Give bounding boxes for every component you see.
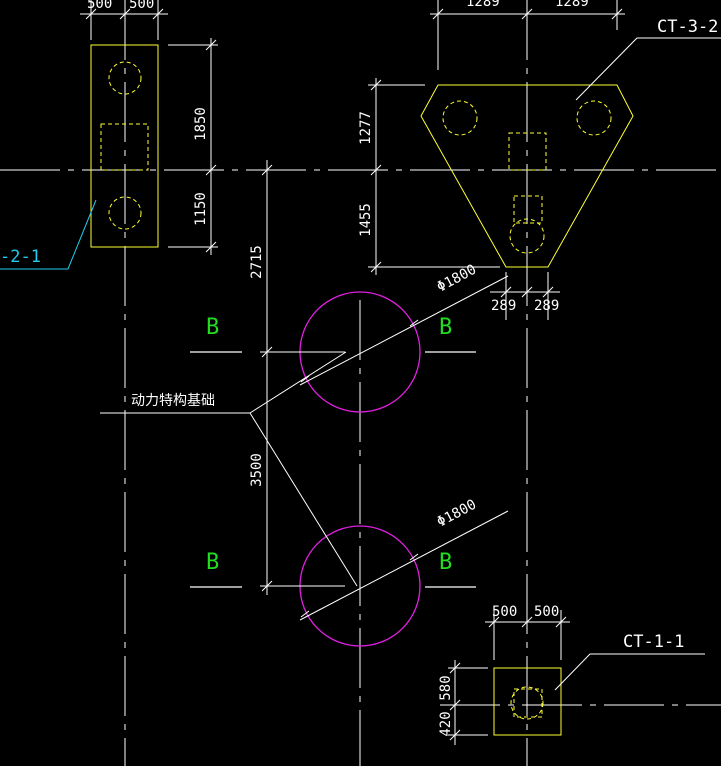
dim-tick <box>370 164 382 176</box>
dim-tick <box>521 616 533 628</box>
dim-text-580: 580 <box>438 675 454 700</box>
dim-tick <box>488 616 500 628</box>
dim-tick <box>409 553 419 561</box>
diameter-text-lower: Φ1800 <box>434 497 479 531</box>
dim-text-3500: 3500 <box>249 453 265 487</box>
diameter-leader-lower <box>299 510 509 621</box>
dim-tick <box>370 261 382 273</box>
section-cut-lines <box>190 351 476 588</box>
dim-text-1277: 1277 <box>358 111 374 145</box>
dim-text-1455: 1455 <box>358 203 374 237</box>
footing-ct32-pile-right <box>576 100 612 136</box>
dimension-lines <box>80 0 625 745</box>
footing-ct32-column-lower <box>513 195 543 224</box>
tag-texts: CT-3-2 CT-1-1 动力特构基础 <box>131 17 718 652</box>
dim-tick <box>521 286 533 298</box>
footing-ct11-outline <box>493 667 562 736</box>
dim-tick <box>85 8 97 20</box>
footing-left-column <box>100 123 149 171</box>
footing-ct11-pile <box>510 686 544 720</box>
dim-tick <box>542 286 554 298</box>
foundation-note-leader-2 <box>249 412 358 587</box>
dim-text-bottom-500a: 500 <box>492 604 517 620</box>
footing-ct32 <box>420 84 634 268</box>
dim-tick <box>611 8 623 20</box>
dim-text-1150: 1150 <box>193 192 209 226</box>
dim-tick <box>152 8 164 20</box>
dim-tick <box>300 610 310 618</box>
footing-left <box>90 44 159 248</box>
dim-tick <box>119 8 131 20</box>
section-mark-lower-right: B <box>439 550 452 575</box>
dimension-texts: 500 500 1289 1289 1850 1150 1277 1455 27… <box>87 0 589 737</box>
dim-tick <box>261 346 273 358</box>
dim-text-bottom-500b: 500 <box>534 604 559 620</box>
dim-tick <box>521 8 533 20</box>
dim-tick <box>261 580 273 592</box>
section-mark-upper-right: B <box>439 315 452 340</box>
footing-ct32-outline <box>420 84 634 268</box>
ct11-tag-leader <box>554 653 705 691</box>
left-tag-leader-line <box>0 199 97 270</box>
dim-tick <box>449 699 461 711</box>
dim-text-289a: 289 <box>491 298 516 314</box>
tag-left: -2-1 <box>0 247 41 267</box>
dim-text-top-right-a: 1289 <box>466 0 500 10</box>
tag-ct11: CT-1-1 <box>623 632 684 652</box>
diameter-leader-upper <box>299 275 509 386</box>
dim-text-top-right-b: 1289 <box>555 0 589 10</box>
footing-ct11-column <box>513 688 543 718</box>
dim-tick <box>555 616 567 628</box>
tag-ct32: CT-3-2 <box>657 17 718 37</box>
footing-left-pile-bottom <box>108 196 142 230</box>
dim-text-1850: 1850 <box>193 107 209 141</box>
footing-ct32-pile-left <box>442 100 478 136</box>
footing-left-pile-top <box>108 61 142 95</box>
dim-text-top-left-a: 500 <box>87 0 112 12</box>
section-mark-lower-left: B <box>206 550 219 575</box>
dim-tick <box>432 8 444 20</box>
dim-tick <box>205 39 217 51</box>
footing-ct11 <box>493 667 562 736</box>
dim-tick <box>500 286 512 298</box>
dim-text-2715: 2715 <box>249 245 265 279</box>
dim-tick <box>300 375 310 383</box>
leader-lines <box>100 37 721 691</box>
left-tag-leader <box>0 199 97 270</box>
section-marks: B B B B <box>206 315 452 575</box>
dim-text-420: 420 <box>438 711 454 736</box>
dim-tick <box>205 241 217 253</box>
ct32-tag-leader <box>575 37 721 101</box>
dim-tick <box>261 164 273 176</box>
dim-tick <box>205 164 217 176</box>
footing-ct32-column <box>508 132 547 171</box>
dim-tick <box>370 79 382 91</box>
dim-text-top-left-b: 500 <box>129 0 154 12</box>
section-mark-upper-left: B <box>206 315 219 340</box>
foundation-note: 动力特构基础 <box>131 392 215 409</box>
dim-tick <box>449 662 461 674</box>
dim-tick <box>449 729 461 741</box>
footing-ct32-pile-bottom <box>509 218 545 254</box>
dim-tick <box>409 319 419 327</box>
dim-text-289b: 289 <box>534 298 559 314</box>
footing-left-outline <box>90 44 159 248</box>
